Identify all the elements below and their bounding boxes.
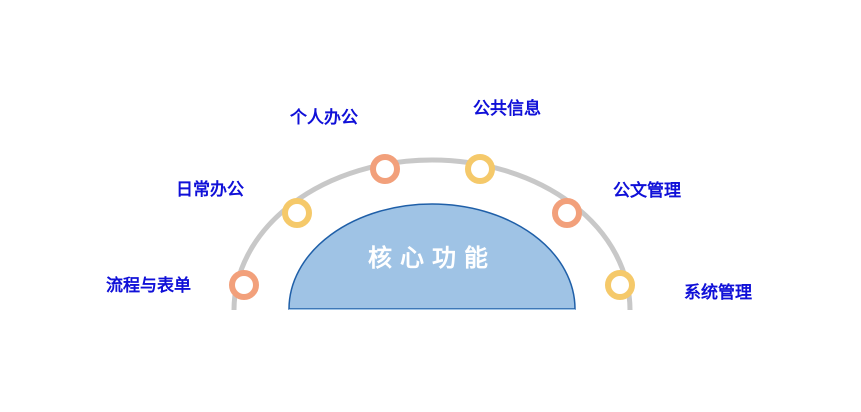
core-function-label: 核心功能 [368,244,496,272]
module-label-workflow-forms: 流程与表单 [106,276,191,296]
node-rings [229,154,635,300]
module-label-public-info: 公共信息 [473,99,541,119]
node-ring-workflow-forms [229,270,259,300]
module-label-document-management: 公文管理 [613,181,681,201]
node-ring-personal-office [370,154,400,184]
node-ring-document-management [552,198,582,228]
node-ring-public-info [465,154,495,184]
module-label-daily-office: 日常办公 [176,180,244,200]
outer-arc [231,157,633,311]
node-ring-system-management [605,270,635,300]
module-label-system-management: 系统管理 [684,283,752,303]
module-label-personal-office: 个人办公 [290,108,358,128]
core-dome [288,203,576,310]
node-ring-daily-office [282,198,312,228]
